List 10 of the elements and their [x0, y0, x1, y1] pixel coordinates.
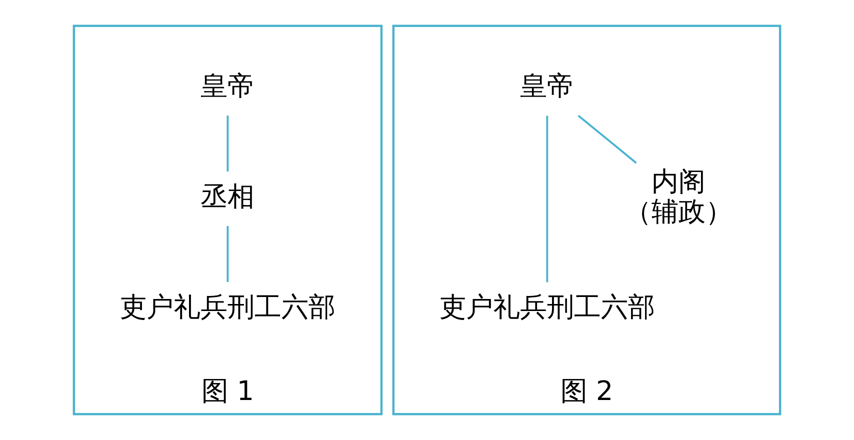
connector — [226, 226, 229, 282]
node-text: 皇帝 — [520, 71, 574, 102]
connector — [578, 114, 637, 164]
node-text: 吏户礼兵刑工六部 — [439, 292, 656, 324]
node-text: 丞相 — [200, 182, 255, 213]
node-text: 内阁 （辅政） — [624, 166, 733, 228]
connector — [546, 116, 548, 282]
connector — [226, 116, 229, 172]
node-text: 皇帝 — [200, 71, 255, 102]
node-text: 吏户礼兵刑工六部 — [120, 292, 336, 324]
